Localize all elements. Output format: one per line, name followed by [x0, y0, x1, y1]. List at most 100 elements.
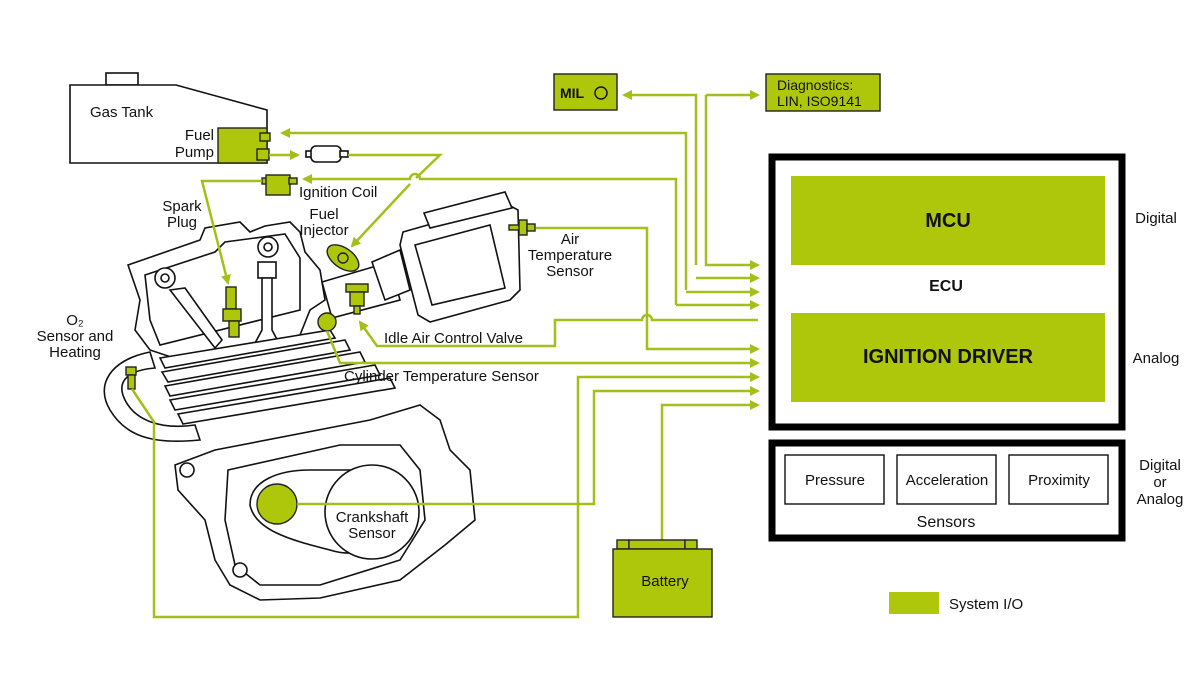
o2-sensor-label-3: Heating [49, 344, 101, 361]
cooling-fin [168, 364, 382, 411]
ignition-coil-body [265, 174, 291, 196]
gas-tank-label: Gas Tank [90, 104, 154, 121]
ignition-coil-terminal-right [288, 177, 298, 185]
sensors-side-label-3: Analog [1137, 491, 1184, 508]
cooling-fin [158, 329, 337, 369]
fuel-injector-label-2: Injector [299, 222, 348, 239]
crankshaft-sensor: Crankshaft Sensor [256, 483, 409, 542]
battery-label: Battery [641, 573, 689, 590]
ignition-coil-label: Ignition Coil [299, 184, 377, 201]
wire-mil [622, 90, 698, 265]
battery-body [612, 548, 713, 618]
fuel-injector-label-1: Fuel [309, 206, 338, 223]
spark-plug-insulator [225, 286, 237, 310]
battery-terminal [616, 539, 630, 550]
valve-right-spring [257, 261, 277, 279]
o2-sensor-label-1: O₂ [66, 312, 84, 329]
crankshaft-sensor-label-2: Sensor [348, 525, 396, 542]
o2-sensor-label-2: Sensor and [37, 328, 114, 345]
spark-plug-thread [228, 320, 240, 338]
fuel-pump-port-out [256, 148, 270, 161]
engine-drawing [103, 191, 521, 601]
o2-sensor-stem [127, 374, 136, 390]
sensors-side-label-1: Digital [1139, 457, 1181, 474]
mcu-block [791, 176, 1105, 265]
air-box-lid [422, 191, 514, 229]
iacv-tip [353, 305, 361, 315]
mil-label: MIL [560, 85, 585, 101]
spark-plug-hex [222, 308, 242, 322]
air-temp-sensor-tip [526, 223, 536, 232]
idle-air-control-valve: Idle Air Control Valve [345, 283, 523, 347]
fuel-pump-label-2: Pump [175, 144, 214, 161]
battery-top [628, 539, 686, 550]
air-temperature-sensor-label-2: Temperature [528, 247, 612, 264]
sensors-panel: Pressure Acceleration Proximity Sensors … [768, 439, 1184, 542]
o2-sensor-head [125, 366, 137, 376]
crankshaft-sensor-disc [256, 483, 298, 525]
sensor-pressure-label: Pressure [805, 472, 865, 489]
valve-rocker-left-pin [160, 273, 170, 283]
wire-diagnostics-ecu [704, 95, 760, 270]
wire-o2-sensor [130, 372, 760, 619]
legend: System I/O [889, 592, 1023, 614]
ecu-label: ECU [929, 278, 963, 295]
fuel-pump-port-in [259, 132, 271, 142]
air-temperature-sensor: Air Temperature Sensor [508, 219, 612, 280]
sensor-box-proximity [1008, 454, 1109, 505]
sensor-box-acceleration [896, 454, 997, 505]
sensor-box-pressure [784, 454, 885, 505]
digital-label: Digital [1135, 210, 1177, 227]
o2-sensor: O₂ Sensor and Heating [37, 312, 137, 390]
sensor-proximity-label: Proximity [1028, 472, 1090, 489]
wire-cylinder-temp [325, 330, 760, 368]
analog-label: Analog [1133, 350, 1180, 367]
battery-terminal [684, 539, 698, 550]
wire-crankshaft [297, 386, 760, 506]
wire-battery [660, 400, 760, 540]
fuel-injector: Fuel Injector [299, 206, 360, 272]
diagnostics-block [765, 73, 881, 112]
diagnostics-label-1: Diagnostics: [777, 77, 853, 93]
spark-plug-label-1: Spark [162, 198, 202, 215]
sensor-acceleration-label: Acceleration [906, 472, 989, 489]
air-temperature-sensor-label-3: Sensor [546, 263, 594, 280]
ignition-driver-block [791, 313, 1105, 402]
ecu: MCU ECU IGNITION DRIVER Digital Analog [768, 153, 1180, 431]
wiring [130, 90, 760, 619]
air-filter-window [414, 224, 506, 306]
wire-ignition-coil [302, 172, 678, 305]
wire-air-temp-sensor [536, 226, 760, 354]
wire-fuel-injector [348, 153, 444, 246]
diagnostics-box: Diagnostics: LIN, ISO9141 [765, 73, 881, 112]
cylinder-temp-sensor-bulb [317, 312, 337, 332]
spark-plug-label-2: Plug [167, 214, 197, 231]
fuel-pump: Fuel Pump [175, 127, 271, 164]
cooling-fin [176, 377, 397, 425]
mount-hole [179, 462, 195, 478]
iacv-body [349, 291, 365, 307]
spark-plug: Spark Plug [162, 198, 242, 338]
iacv-flange [345, 283, 369, 293]
fuel-filter-body [310, 145, 342, 163]
mil-indicator: MIL [553, 73, 618, 111]
mount-hole [232, 562, 248, 578]
valve-rocker-right-pin [263, 242, 273, 252]
fuel-injector-port [337, 252, 349, 264]
legend-swatch-system-io [889, 592, 939, 614]
legend-label-system-io: System I/O [949, 596, 1023, 613]
ignition-driver-label: IGNITION DRIVER [863, 346, 1034, 368]
battery: Battery [612, 539, 713, 618]
fuel-filter-outlet [339, 150, 349, 158]
wire-fuel-pump [280, 128, 688, 290]
sensors-label: Sensors [917, 514, 976, 531]
mcu-label: MCU [925, 210, 971, 232]
fuel-filter [305, 145, 349, 163]
cooling-fin [160, 339, 352, 383]
gas-tank-cap [105, 72, 139, 86]
mil-lamp-icon [594, 86, 608, 100]
flywheel [324, 464, 420, 560]
fuel-pump-label-1: Fuel [185, 127, 214, 144]
air-temp-sensor-body [518, 219, 528, 236]
